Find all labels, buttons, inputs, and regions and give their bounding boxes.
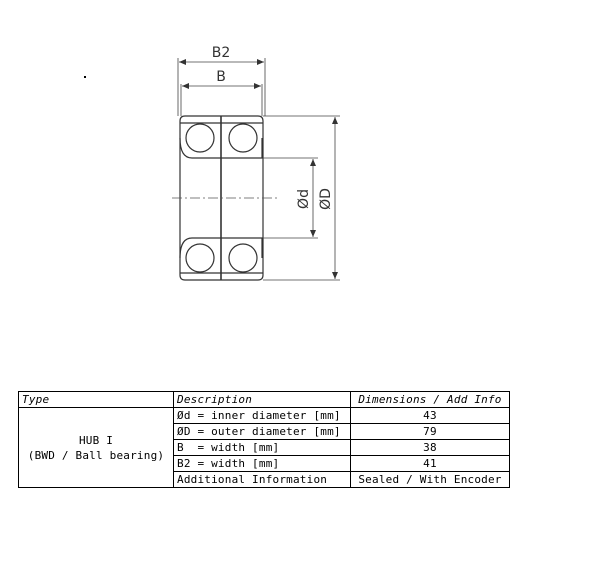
b2-label: B2 xyxy=(212,45,231,61)
outer-diameter-label: ØD xyxy=(318,188,334,210)
bearing-drawing: B2 B Ød xyxy=(172,45,340,281)
row-value: 79 xyxy=(350,423,510,440)
row-description: Additional Information xyxy=(173,471,351,488)
header-dimensions: Dimensions / Add Info xyxy=(350,391,510,408)
outer-diameter-dimension: ØD xyxy=(263,115,340,281)
table-row: HUB I (BWD / Ball bearing) Ød = inner di… xyxy=(18,407,510,488)
row-value: 38 xyxy=(350,439,510,456)
inner-diameter-label: Ød xyxy=(296,189,312,209)
type-cell: HUB I (BWD / Ball bearing) xyxy=(18,407,174,488)
type-name: HUB I xyxy=(78,433,114,447)
b2-dimension: B2 xyxy=(177,45,266,116)
row-value: 43 xyxy=(350,407,510,424)
b-label: B xyxy=(216,69,226,85)
row-value: 41 xyxy=(350,455,510,472)
table-row: B = width [mm] 38 xyxy=(19,439,510,456)
stray-dot xyxy=(84,76,86,78)
header-type: Type xyxy=(18,391,174,408)
table-row: Additional Information Sealed / With Enc… xyxy=(19,471,510,488)
b-dimension: B xyxy=(180,69,263,116)
spec-table: Type Description Dimensions / Add Info H… xyxy=(18,391,510,488)
row-description: ØD = outer diameter [mm] xyxy=(173,423,351,440)
table-row: B2 = width [mm] 41 xyxy=(19,455,510,472)
row-description: B2 = width [mm] xyxy=(173,455,351,472)
header-description: Description xyxy=(173,391,351,408)
inner-diameter-dimension: Ød xyxy=(263,157,318,239)
bearing-section xyxy=(179,115,264,281)
type-subtitle: (BWD / Ball bearing) xyxy=(27,448,165,462)
row-description: B = width [mm] xyxy=(173,439,351,456)
row-value: Sealed / With Encoder xyxy=(350,471,510,488)
table-header-row: Type Description Dimensions / Add Info xyxy=(18,391,510,408)
row-description: Ød = inner diameter [mm] xyxy=(173,407,351,424)
